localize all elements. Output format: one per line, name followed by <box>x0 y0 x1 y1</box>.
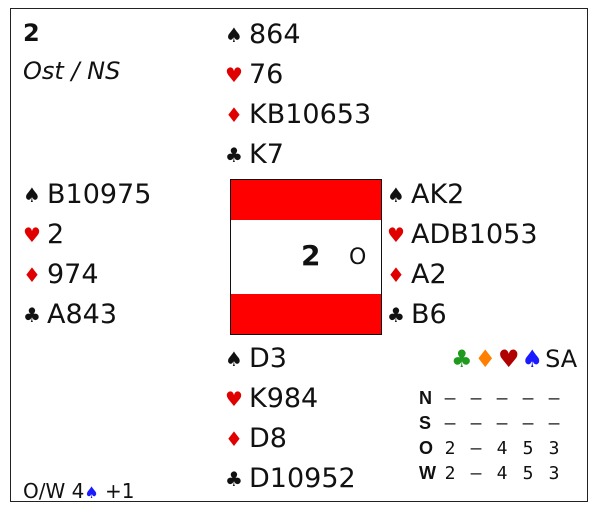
dd-dir: W <box>419 463 436 483</box>
dd-cell: – <box>470 413 482 434</box>
spade-icon: ♠ <box>521 345 544 373</box>
south-hand: ♠D3 ♥K984 ♦D8 ♣D10952 <box>225 339 356 499</box>
west-hearts: ♥2 <box>23 215 151 255</box>
south-clubs-cards: D10952 <box>249 463 356 494</box>
dd-cell: 4 <box>496 438 508 459</box>
south-hearts-cards: K984 <box>249 383 319 414</box>
dd-cell: 5 <box>522 438 534 459</box>
dd-cell: – <box>522 413 534 434</box>
east-spades: ♠AK2 <box>387 175 538 215</box>
east-clubs: ♣B6 <box>387 295 538 335</box>
north-clubs: ♣K7 <box>225 135 371 175</box>
north-spades: ♠864 <box>225 15 371 55</box>
south-spades-cards: D3 <box>249 343 287 374</box>
north-spades-cards: 864 <box>249 19 301 50</box>
club-icon: ♣ <box>225 143 243 167</box>
diamond-icon: ♦ <box>23 263 41 287</box>
spade-icon: ♠ <box>225 347 243 371</box>
west-diamonds-cards: 974 <box>47 259 99 290</box>
diamond-icon: ♦ <box>474 345 497 373</box>
heart-icon: ♥ <box>225 63 243 87</box>
west-clubs: ♣A843 <box>23 295 151 335</box>
dd-row-north: N – – – – – <box>419 386 567 411</box>
west-spades-cards: B10975 <box>47 179 152 210</box>
contract-result-value: +1 <box>105 479 135 503</box>
dd-cell: 3 <box>548 438 560 459</box>
table-board-number: 2 <box>301 239 321 272</box>
dd-cell: – <box>470 438 482 459</box>
dd-cell: 5 <box>522 463 534 484</box>
north-hand: ♠864 ♥76 ♦KB10653 ♣K7 <box>225 15 371 175</box>
diamond-icon: ♦ <box>387 263 405 287</box>
dd-dir: O <box>419 438 434 458</box>
north-hearts: ♥76 <box>225 55 371 95</box>
west-hand: ♠B10975 ♥2 ♦974 ♣A843 <box>23 175 151 335</box>
double-dummy-header: ♣♦♥♠SA <box>451 345 579 373</box>
east-diamonds-cards: A2 <box>411 259 447 290</box>
dd-cell: – <box>496 413 508 434</box>
board-number: 2 <box>23 19 40 47</box>
east-diamonds: ♦A2 <box>387 255 538 295</box>
dd-dir: N <box>419 388 432 408</box>
east-clubs-cards: B6 <box>411 299 447 330</box>
club-icon: ♣ <box>387 303 405 327</box>
west-hearts-cards: 2 <box>47 219 65 250</box>
north-hearts-cards: 76 <box>249 59 284 90</box>
west-clubs-cards: A843 <box>47 299 118 330</box>
club-icon: ♣ <box>451 345 473 373</box>
north-diamonds-cards: KB10653 <box>249 99 372 130</box>
dd-dir: S <box>419 413 432 433</box>
west-spades: ♠B10975 <box>23 175 151 215</box>
east-spades-cards: AK2 <box>411 179 465 210</box>
notrump-label: SA <box>545 345 578 373</box>
dd-cell: 2 <box>444 463 456 484</box>
dd-row-east: O 2 – 4 5 3 <box>419 436 567 461</box>
dd-cell: – <box>470 388 482 409</box>
south-diamonds-cards: D8 <box>249 423 287 454</box>
vulnerable-stripe-south <box>231 294 381 334</box>
contract-result: O/W 4♠ +1 <box>23 479 135 505</box>
south-spades: ♠D3 <box>225 339 356 379</box>
vulnerable-stripe-north <box>231 180 381 220</box>
east-hearts-cards: ADB1053 <box>411 219 538 250</box>
spade-icon: ♠ <box>84 483 99 502</box>
diamond-icon: ♦ <box>225 427 243 451</box>
heart-icon: ♥ <box>225 387 243 411</box>
dd-cell: 2 <box>444 438 456 459</box>
dd-cell: – <box>470 463 482 484</box>
east-hand: ♠AK2 ♥ADB1053 ♦A2 ♣B6 <box>387 175 538 335</box>
north-clubs-cards: K7 <box>249 139 284 170</box>
dd-cell: – <box>548 388 560 409</box>
club-icon: ♣ <box>23 303 41 327</box>
dd-cell: – <box>444 413 456 434</box>
club-icon: ♣ <box>225 467 243 491</box>
south-hearts: ♥K984 <box>225 379 356 419</box>
dd-row-south: S – – – – – <box>419 411 567 436</box>
west-diamonds: ♦974 <box>23 255 151 295</box>
heart-icon: ♥ <box>387 223 405 247</box>
diamond-icon: ♦ <box>225 103 243 127</box>
dd-row-west: W 2 – 4 5 3 <box>419 461 567 486</box>
spade-icon: ♠ <box>387 183 405 207</box>
heart-icon: ♥ <box>23 223 41 247</box>
dd-cell: – <box>444 388 456 409</box>
table-vulnerability-box: 2 O <box>230 179 382 335</box>
dd-cell: 4 <box>496 463 508 484</box>
dd-cell: – <box>496 388 508 409</box>
contract-side: O/W 4 <box>23 479 85 503</box>
south-diamonds: ♦D8 <box>225 419 356 459</box>
east-hearts: ♥ADB1053 <box>387 215 538 255</box>
bridge-board-diagram: 2 Ost / NS ♠864 ♥76 ♦KB10653 ♣K7 ♠B10975… <box>10 8 588 505</box>
dd-cell: – <box>522 388 534 409</box>
heart-icon: ♥ <box>498 345 520 373</box>
spade-icon: ♠ <box>23 183 41 207</box>
dealer-vulnerability: Ost / NS <box>23 57 121 85</box>
north-diamonds: ♦KB10653 <box>225 95 371 135</box>
dd-cell: 3 <box>548 463 560 484</box>
spade-icon: ♠ <box>225 23 243 47</box>
table-dealer: O <box>349 245 367 270</box>
double-dummy-table: N – – – – – S – – – – – O 2 – 4 5 3 W 2 … <box>419 386 567 486</box>
south-clubs: ♣D10952 <box>225 459 356 499</box>
dd-cell: – <box>548 413 560 434</box>
